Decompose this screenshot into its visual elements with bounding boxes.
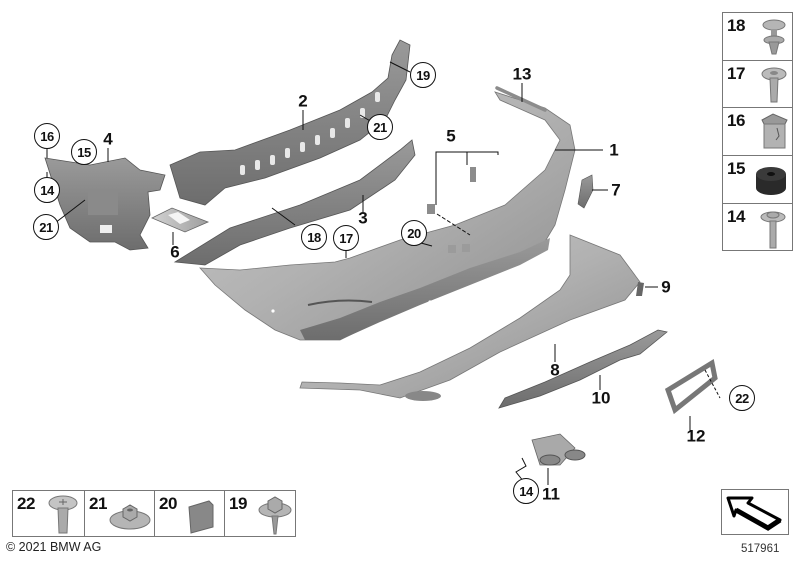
part-side-bracket[interactable]	[44, 157, 166, 251]
legend-item-19[interactable]: 19	[224, 491, 295, 536]
callout-11[interactable]: 11	[542, 484, 560, 504]
expanding-rivet-icon	[762, 19, 786, 55]
clip-nut-icon	[761, 113, 788, 149]
part-lower-support-bracket[interactable]	[173, 139, 416, 266]
legend-item-21[interactable]: 21	[84, 491, 154, 536]
circled-ref-15[interactable]: 15	[71, 139, 97, 165]
callout-3[interactable]: 3	[358, 208, 368, 228]
fastener-legend-vertical: 18 17 16 15 14	[722, 12, 793, 251]
callout-12[interactable]: 12	[686, 426, 706, 446]
hex-bolt-with-washer-icon	[760, 211, 786, 249]
callout-7[interactable]: 7	[611, 180, 621, 200]
part-trim-strip[interactable]	[495, 86, 547, 112]
part-clip-set[interactable]	[427, 167, 476, 214]
part-upper-carrier[interactable]	[169, 39, 411, 206]
legend-number: 17	[727, 64, 745, 83]
circled-ref-14[interactable]: 14	[34, 177, 60, 203]
part-rear-bumper-trim-panel[interactable]	[199, 91, 576, 341]
circled-ref-18[interactable]: 18	[301, 224, 327, 250]
callout-2[interactable]: 2	[298, 91, 308, 111]
callout-4[interactable]: 4	[103, 129, 113, 149]
callout-8[interactable]: 8	[550, 360, 560, 380]
legend-item-14[interactable]: 14	[723, 203, 792, 250]
hex-nut-with-plate-icon	[109, 504, 151, 530]
legend-number: 21	[89, 494, 107, 513]
circled-ref-17[interactable]: 17	[333, 225, 359, 251]
part-lower-trim-panel[interactable]	[299, 234, 641, 401]
screw-with-washer-icon	[761, 67, 787, 103]
oval-head-screw-icon	[48, 495, 78, 534]
callout-13[interactable]: 13	[512, 64, 532, 84]
callout-1[interactable]: 1	[609, 140, 619, 160]
callout-9[interactable]: 9	[661, 277, 671, 297]
part-sensor-bracket[interactable]	[151, 207, 210, 233]
legend-item-20[interactable]: 20	[154, 491, 224, 536]
legend-number: 19	[229, 494, 247, 513]
copyright-notice: © 2021 BMW AG	[6, 540, 102, 554]
legend-item-15[interactable]: 15	[723, 155, 792, 203]
callout-6[interactable]: 6	[170, 242, 180, 262]
part-diffuser[interactable]	[498, 329, 668, 409]
circled-ref-21[interactable]: 21	[33, 214, 59, 240]
callout-10[interactable]: 10	[591, 388, 611, 408]
legend-number: 18	[727, 16, 745, 35]
legend-number: 22	[17, 494, 35, 513]
navigation-arrow-button[interactable]	[721, 489, 789, 535]
hex-bolt-with-washer-icon	[258, 496, 292, 535]
diagram-id: 517961	[741, 543, 780, 555]
part-cover-cap[interactable]	[636, 282, 644, 296]
circled-ref-22[interactable]: 22	[729, 385, 755, 411]
legend-item-16[interactable]: 16	[723, 107, 792, 155]
legend-number: 15	[727, 159, 745, 178]
legend-item-22[interactable]: 22	[13, 491, 84, 536]
circled-ref-19[interactable]: 19	[410, 62, 436, 88]
circled-ref-21-upper[interactable]: 21	[367, 114, 393, 140]
arrow-up-left-icon	[726, 496, 782, 531]
legend-number: 14	[727, 207, 745, 226]
rubber-buffer-icon	[756, 167, 786, 195]
legend-number: 16	[727, 111, 745, 130]
callout-5[interactable]: 5	[446, 126, 456, 146]
fastener-legend-horizontal: 22 21 20 19	[12, 490, 296, 537]
circled-ref-16[interactable]: 16	[34, 123, 60, 149]
foam-pad-icon	[188, 500, 214, 534]
legend-item-17[interactable]: 17	[723, 60, 792, 107]
part-frame-bracket[interactable]	[664, 358, 718, 415]
part-exhaust-tailpipe-trim[interactable]	[531, 433, 586, 466]
circled-ref-14-exhaust[interactable]: 14	[513, 478, 539, 504]
legend-item-18[interactable]: 18	[723, 13, 792, 60]
circled-ref-20[interactable]: 20	[401, 220, 427, 246]
part-side-trim[interactable]	[577, 174, 594, 209]
legend-number: 20	[159, 494, 177, 513]
